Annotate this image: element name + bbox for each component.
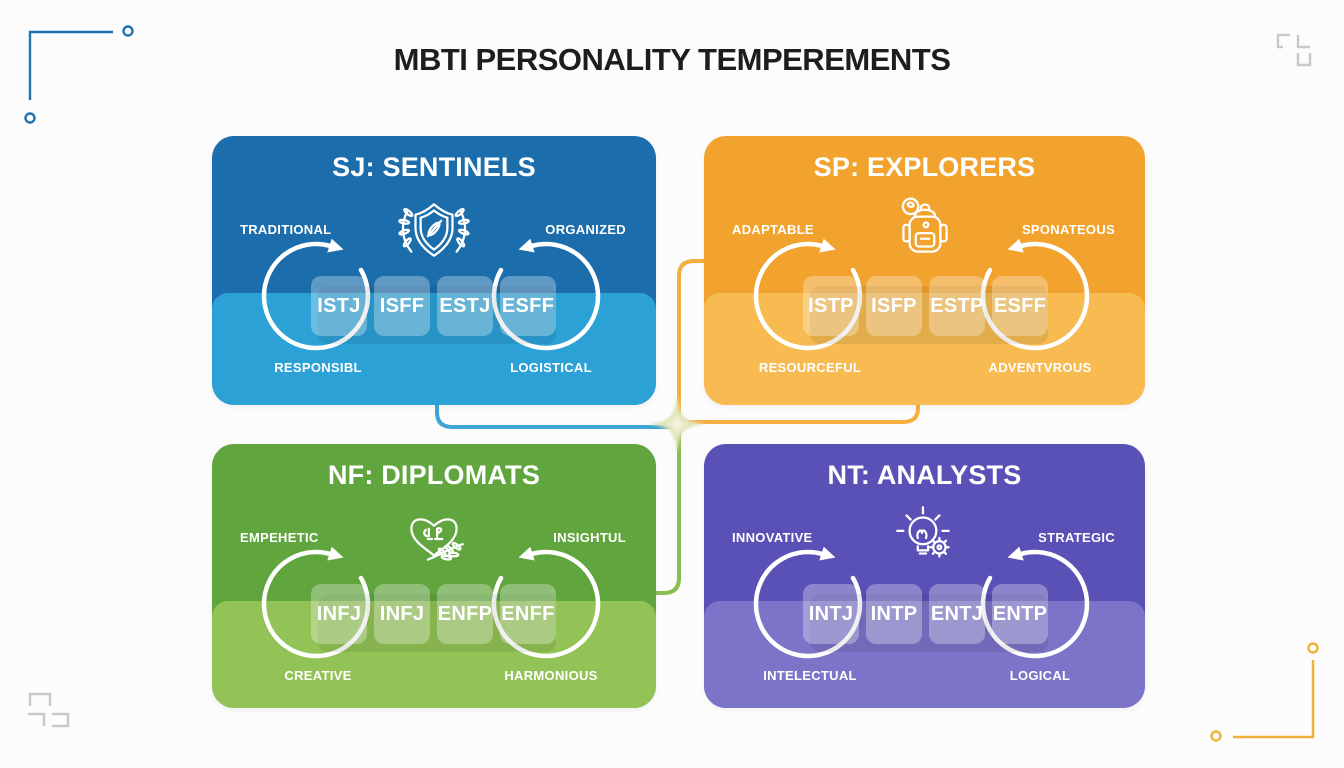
type-box: ENTJ: [929, 584, 985, 644]
type-label: INFJ: [316, 602, 362, 625]
cycle-arrow-right-icon: [491, 238, 601, 351]
type-label: ISFF: [379, 294, 425, 317]
cycle-arrow-left-icon: [753, 546, 863, 659]
connector-blue-line: [435, 401, 674, 429]
trait-label-top-right: SPONATEOUS: [1021, 222, 1115, 237]
type-box: ISFP: [866, 276, 922, 336]
card-bottom-tint: [704, 601, 1145, 708]
trait-label-top-right: ORGANIZED: [545, 222, 626, 237]
quadrant-title: SP: EXPLORERS: [813, 152, 1036, 182]
quadrant-card-nt: INTJ INTP ENTJ ENTP NT: ANALYSTS INNOVAT…: [704, 444, 1145, 708]
backpack-compass-icon: [901, 197, 948, 253]
type-box: ESFF: [992, 276, 1048, 336]
type-box: INTJ: [803, 584, 859, 644]
card-bottom-tint: [212, 293, 656, 405]
trait-label-bottom-left: INTELECTUAL: [763, 668, 857, 683]
type-label: INTP: [870, 602, 918, 625]
types-row: ISTP ISFP ESTP ESFF: [803, 276, 1048, 336]
type-box: ISTP: [803, 276, 859, 336]
page-title: MBTI PERSONALITY TEMPEREMENTS: [393, 42, 951, 77]
type-label: ISTJ: [317, 294, 361, 317]
cycle-arrow-right-icon: [491, 546, 601, 659]
type-box: ISFF: [374, 276, 430, 336]
types-row-shadow: [810, 594, 1048, 652]
type-label: ENFP: [437, 602, 493, 625]
quadrant-card-sp: ISTP ISFP ESTP ESFF SP: EXPLORERS ADAPTA…: [704, 136, 1145, 405]
lightbulb-gear-icon: [895, 506, 950, 558]
quadrant-title: SJ: SENTINELS: [332, 152, 536, 182]
trait-label-bottom-right: HARMONIOUS: [504, 668, 598, 683]
trait-label-bottom-right: LOGICAL: [1009, 668, 1071, 683]
types-row-shadow: [318, 594, 556, 652]
corner-bracket-top-left-icon: [24, 25, 134, 124]
trait-label-bottom-right: ADVENTVROUS: [988, 360, 1092, 375]
quadrant-card-nf: INFJ INFJ ENFP ENFF NF: DIPLOMATS EMPEHE…: [212, 444, 656, 708]
center-flare-icon: [647, 394, 707, 454]
trait-label-top-right: STRATEGIC: [1038, 530, 1115, 545]
corner-glyphs-bottom-left-icon: [28, 692, 70, 728]
cycle-arrow-right-icon: [980, 546, 1090, 659]
connector-green-line: [653, 428, 681, 595]
type-label: ENFF: [501, 602, 555, 625]
type-box: ISTJ: [311, 276, 367, 336]
type-label: INTJ: [808, 602, 854, 625]
heart-leaf-icon: [410, 518, 464, 561]
type-box: INFJ: [374, 584, 430, 644]
quadrant-card-sj: ISTJ ISFF ESTJ ESFF SJ: SENTINELS: [212, 136, 656, 405]
shield-laurel-icon: [398, 203, 470, 257]
corner-glyphs-top-right-icon: [1276, 33, 1312, 67]
type-label: ENTJ: [930, 602, 984, 625]
connector-orange-top-line: [677, 259, 706, 421]
type-box: ENFF: [500, 584, 556, 644]
type-label: ISFP: [871, 294, 917, 317]
trait-label-top-left: ADAPTABLE: [732, 222, 814, 237]
type-box: ESFF: [500, 276, 556, 336]
trait-label-bottom-left: RESOURCEFUL: [758, 360, 862, 375]
card-bottom-tint: [212, 601, 656, 708]
type-label: ENTP: [992, 602, 1048, 625]
type-label: ISTP: [808, 294, 854, 317]
type-box: ENTP: [992, 584, 1048, 644]
types-row: INFJ INFJ ENFP ENFF: [311, 584, 556, 644]
type-label: ESFF: [501, 294, 555, 317]
corner-bracket-bottom-right-icon: [1210, 642, 1319, 742]
connector-orange-right-line: [681, 401, 920, 424]
type-box: ESTJ: [437, 276, 493, 336]
cycle-arrow-left-icon: [261, 546, 371, 659]
type-box: INTP: [866, 584, 922, 644]
trait-label-top-left: EMPEHETIC: [240, 530, 319, 545]
trait-label-top-left: INNOVATIVE: [732, 530, 813, 545]
type-label: INFJ: [379, 602, 425, 625]
type-box: ENFP: [437, 584, 493, 644]
types-row-shadow: [810, 286, 1048, 344]
type-label: ESTP: [930, 294, 984, 317]
cycle-arrow-right-icon: [980, 238, 1090, 351]
trait-label-top-right: INSIGHTUL: [553, 530, 626, 545]
type-box: ESTP: [929, 276, 985, 336]
cycle-arrow-left-icon: [753, 238, 863, 351]
types-row: ISTJ ISFF ESTJ ESFF: [311, 276, 556, 336]
trait-label-bottom-left: RESPONSIBL: [274, 360, 362, 375]
types-row-shadow: [318, 286, 556, 344]
type-label: ESFF: [993, 294, 1047, 317]
trait-label-bottom-right: LOGISTICAL: [510, 360, 592, 375]
trait-label-bottom-left: CREATIVE: [284, 668, 352, 683]
quadrant-title: NT: ANALYSTS: [827, 460, 1022, 490]
cycle-arrow-left-icon: [261, 238, 371, 351]
card-bottom-tint: [704, 293, 1145, 405]
type-box: INFJ: [311, 584, 367, 644]
quadrant-title: NF: DIPLOMATS: [327, 460, 541, 490]
types-row: INTJ INTP ENTJ ENTP: [803, 584, 1048, 644]
type-label: ESTJ: [439, 294, 491, 317]
trait-label-top-left: TRADITIONAL: [240, 222, 332, 237]
